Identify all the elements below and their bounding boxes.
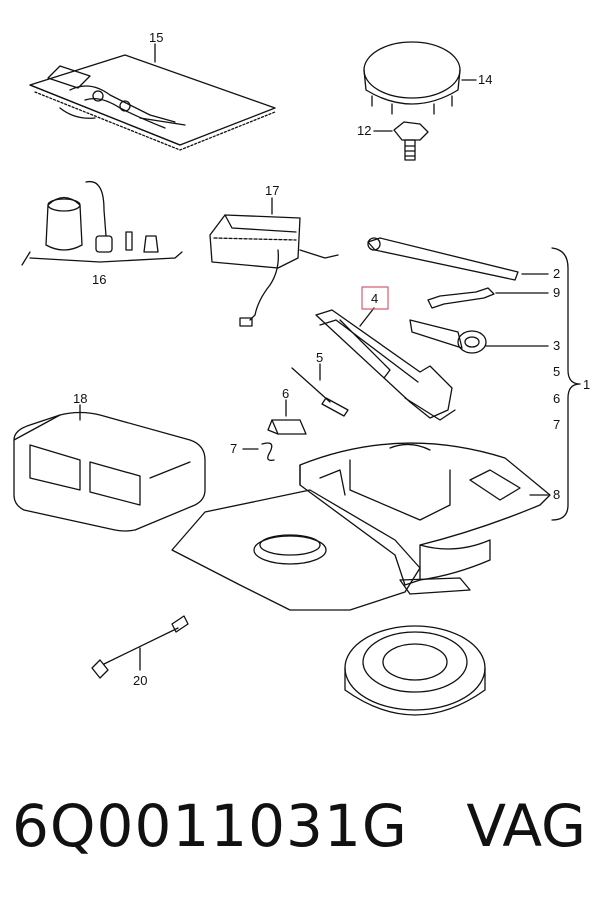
callout-4: 4	[371, 291, 378, 306]
boot-floor-panel-drawing	[171, 489, 421, 611]
callout-8: 8	[553, 487, 560, 502]
callout-17: 17	[265, 183, 279, 198]
callout-7-right: 7	[553, 417, 560, 432]
leader-line	[359, 307, 375, 327]
callout-7: 7	[230, 441, 237, 456]
towing-eye-drawing	[409, 319, 487, 354]
cover-cap-drawing	[363, 41, 461, 115]
callout-1: 1	[583, 377, 590, 392]
spanner-drawing	[427, 287, 495, 309]
kit-bracket-symbol	[551, 247, 581, 521]
air-compressor-drawing	[209, 214, 339, 327]
highlighted-callout-frame	[361, 286, 389, 310]
callout-12: 12	[357, 123, 371, 138]
tool-bag-drawing	[29, 54, 276, 151]
callout-9: 9	[553, 285, 560, 300]
callout-3: 3	[553, 338, 560, 353]
callout-20: 20	[133, 673, 147, 688]
callout-5: 5	[316, 350, 323, 365]
callout-6: 6	[282, 386, 289, 401]
part-number: 6Q0011031G	[12, 792, 408, 860]
screwdriver-drawing	[291, 367, 349, 417]
retaining-clip-drawing	[267, 419, 307, 435]
wheel-brace-drawing	[367, 237, 519, 281]
spare-tyre-drawing	[344, 625, 486, 716]
brand-name: VAG	[466, 792, 586, 860]
foam-tool-tray-drawing	[299, 442, 551, 586]
callout-15: 15	[149, 30, 163, 45]
callout-14: 14	[478, 72, 492, 87]
callout-16: 16	[92, 272, 106, 287]
callout-6-right: 6	[553, 391, 560, 406]
callout-18: 18	[73, 391, 87, 406]
tool-foam-insert-drawing	[13, 411, 206, 532]
spring-clip-drawing	[261, 442, 275, 461]
callout-5-right: 5	[553, 364, 560, 379]
car-jack-drawing	[315, 309, 456, 421]
knob-screw-drawing	[393, 121, 429, 161]
spare-wheel-bracket-drawing	[399, 577, 471, 595]
exploded-parts-diagram: 15 14 12 17 16 2 9 3 5 6 7 8 1 4 5 6 7 1…	[13, 30, 590, 716]
callout-2: 2	[553, 266, 560, 281]
valve-tool-drawing	[91, 615, 189, 679]
tyre-sealant-kit-drawing	[21, 180, 183, 266]
callout-labels: 15 14 12 17 16 2 9 3 5 6 7 8 1 4 5 6 7 1…	[73, 30, 590, 688]
